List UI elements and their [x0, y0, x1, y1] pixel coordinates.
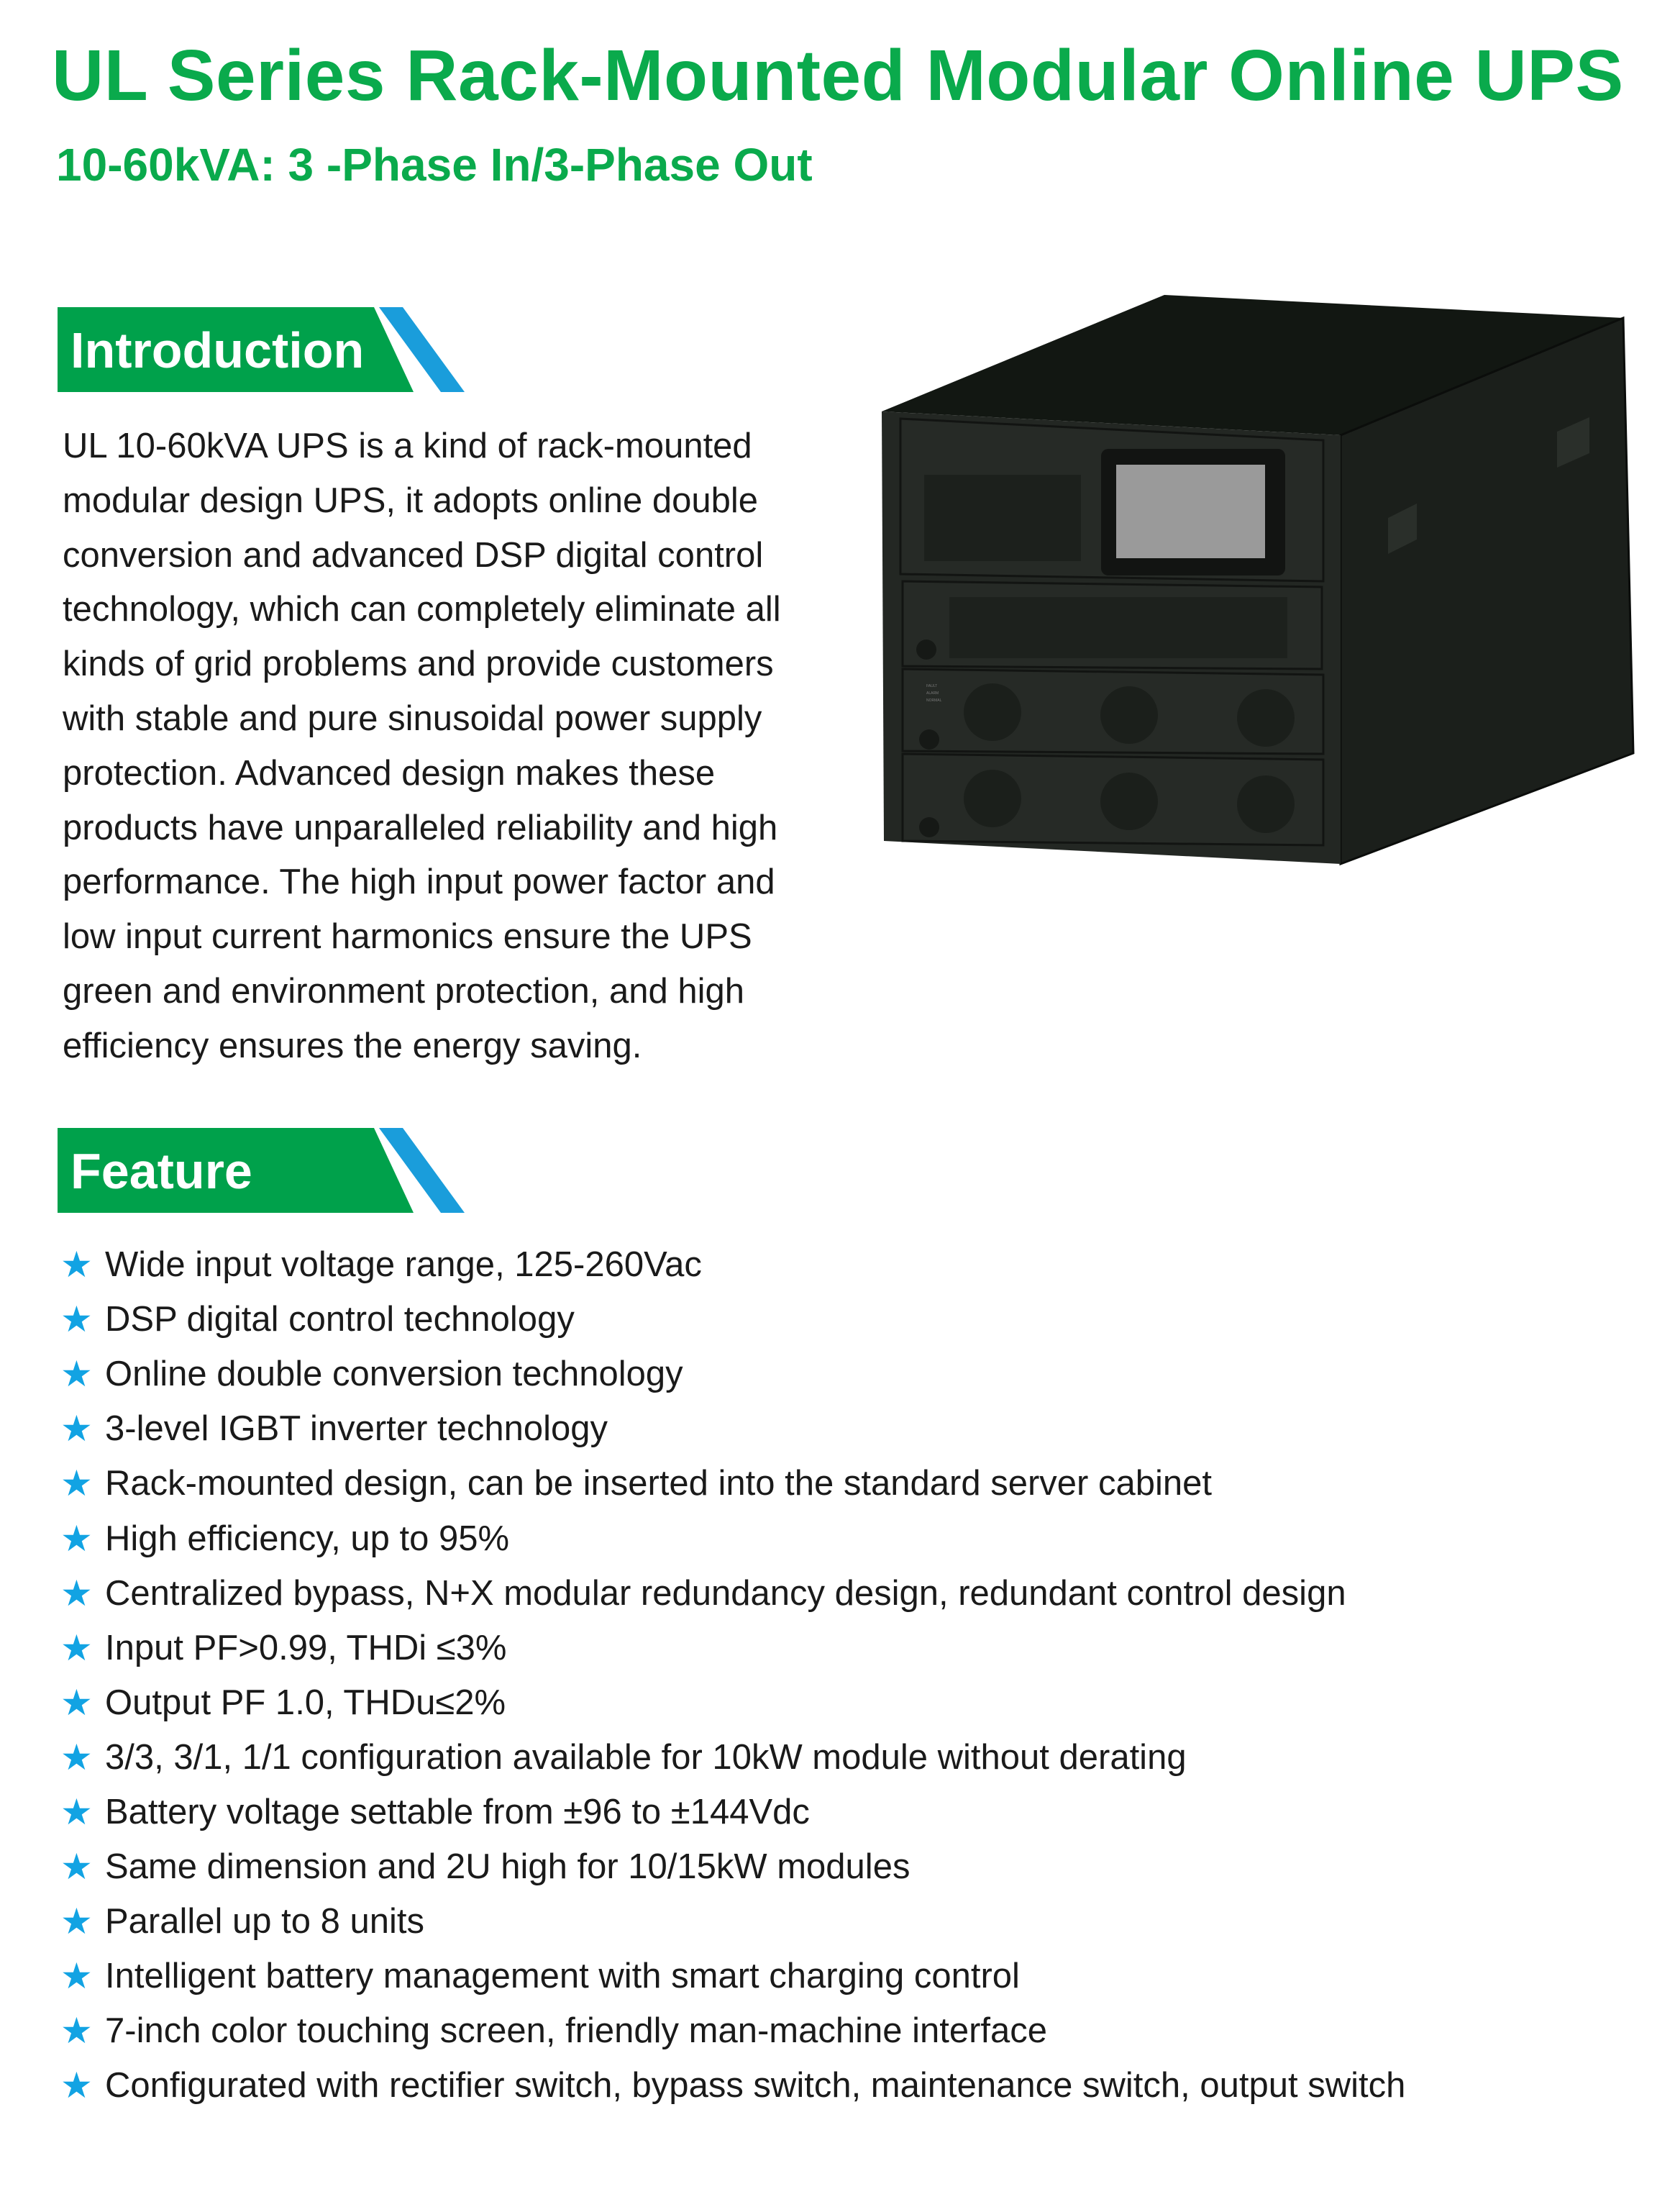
banner-shape-icon [58, 307, 465, 392]
intro-line: performance. The high input power factor… [63, 863, 775, 902]
intro-line: UL 10-60kVA UPS is a kind of rack-mounte… [63, 427, 752, 465]
page-subtitle: 10-60kVA: 3 -Phase In/3-Phase Out [56, 139, 813, 191]
feature-text: Configurated with rectifier switch, bypa… [105, 2066, 1406, 2106]
star-icon: ★ [60, 2065, 93, 2106]
feature-text: Output PF 1.0, THDu≤2% [105, 1683, 506, 1722]
feature-section-banner: Feature [58, 1128, 467, 1213]
feature-heading: Feature [70, 1143, 252, 1199]
feature-item: ★ Output PF 1.0, THDu≤2% [60, 1675, 1405, 1730]
intro-line: green and environment protection, and hi… [63, 971, 744, 1011]
feature-text: Rack-mounted design, can be inserted int… [105, 1464, 1212, 1503]
feature-item: ★ 3-level IGBT inverter technology [60, 1401, 1405, 1456]
feature-item: ★ Wide input voltage range, 125-260Vac [60, 1237, 1405, 1292]
feature-item: ★ Centralized bypass, N+X modular redunda… [60, 1566, 1405, 1621]
feature-text: Wide input voltage range, 125-260Vac [105, 1245, 702, 1285]
feature-item: ★ Online double conversion technology [60, 1347, 1405, 1401]
intro-line: kinds of grid problems and provide custo… [63, 645, 774, 684]
feature-item: ★ Intelligent battery management with sma… [60, 1949, 1405, 2003]
feature-item: ★ DSP digital control technology [60, 1292, 1405, 1347]
feature-item: ★ Same dimension and 2U high for 10/15kW … [60, 1839, 1405, 1894]
intro-line: protection. Advanced design makes these [63, 753, 716, 793]
star-icon: ★ [60, 1847, 93, 1888]
star-icon: ★ [60, 1299, 93, 1340]
feature-text: 3-level IGBT inverter technology [105, 1409, 608, 1449]
feature-text: Intelligent battery management with smar… [105, 1957, 1020, 1996]
feature-text: Online double conversion technology [105, 1355, 683, 1394]
star-icon: ★ [60, 1354, 93, 1395]
feature-item: ★ Parallel up to 8 units [60, 1894, 1405, 1949]
introduction-heading: Introduction [70, 322, 365, 378]
page-title: UL Series Rack-Mounted Modular Online UP… [52, 35, 1624, 116]
feature-text: Centralized bypass, N+X modular redundan… [105, 1573, 1346, 1613]
star-icon: ★ [60, 1244, 93, 1285]
banner-shape-icon [58, 1128, 465, 1213]
indicator-label: NORMAL [926, 698, 942, 703]
feature-text: Parallel up to 8 units [105, 1902, 424, 1942]
feature-item: ★ Rack-mounted design, can be inserted in… [60, 1456, 1405, 1511]
feature-item: ★ Battery voltage settable from ±96 to ±1… [60, 1785, 1405, 1839]
feature-item: ★ 7-inch color touching screen, friendly … [60, 2003, 1405, 2058]
indicator-label: ALARM [926, 691, 939, 696]
intro-line: low input current harmonics ensure the U… [63, 917, 752, 957]
star-icon: ★ [60, 1791, 93, 1832]
star-icon: ★ [60, 1627, 93, 1668]
star-icon: ★ [60, 1901, 93, 1942]
intro-line: conversion and advanced DSP digital cont… [63, 535, 764, 575]
feature-text: Input PF>0.99, THDi ≤3% [105, 1628, 507, 1667]
feature-item: ★ 3/3, 3/1, 1/1 configuration available f… [60, 1730, 1405, 1785]
intro-line: efficiency ensures the energy saving. [63, 1026, 642, 1065]
feature-text: 7-inch color touching screen, friendly m… [105, 2011, 1048, 2051]
feature-item: ★ Input PF>0.99, THDi ≤3% [60, 1621, 1405, 1675]
star-icon: ★ [60, 1682, 93, 1723]
feature-item: ★ High efficiency, up to 95% [60, 1511, 1405, 1565]
star-icon: ★ [60, 1572, 93, 1614]
indicator-label: FAULT [926, 684, 937, 688]
feature-text: DSP digital control technology [105, 1300, 575, 1339]
feature-text: 3/3, 3/1, 1/1 configuration available fo… [105, 1737, 1187, 1777]
star-icon: ★ [60, 1518, 93, 1559]
intro-line: modular design UPS, it adopts online dou… [63, 481, 759, 520]
star-icon: ★ [60, 1737, 93, 1778]
feature-text: Same dimension and 2U high for 10/15kW m… [105, 1847, 910, 1887]
introduction-section-banner: Introduction [58, 307, 467, 392]
intro-line: with stable and pure sinusoidal power su… [63, 698, 762, 738]
intro-line: products have unparalleled reliability a… [63, 808, 778, 847]
star-icon: ★ [60, 1408, 93, 1449]
feature-item: ★ Configurated with rectifier switch, byp… [60, 2058, 1405, 2113]
star-icon: ★ [60, 2011, 93, 2052]
ups-product-image: FAULT ALARM NORMAL [849, 273, 1647, 881]
intro-line: technology, which can completely elimina… [63, 590, 781, 629]
star-icon: ★ [60, 1956, 93, 1997]
star-icon: ★ [60, 1463, 93, 1504]
introduction-paragraph: UL 10-60kVA UPS is a kind of rack-mounte… [63, 419, 781, 1074]
feature-list: ★ Wide input voltage range, 125-260Vac ★ DS… [60, 1237, 1405, 2113]
feature-text: Battery voltage settable from ±96 to ±14… [105, 1792, 810, 1831]
feature-text: High efficiency, up to 95% [105, 1519, 510, 1558]
